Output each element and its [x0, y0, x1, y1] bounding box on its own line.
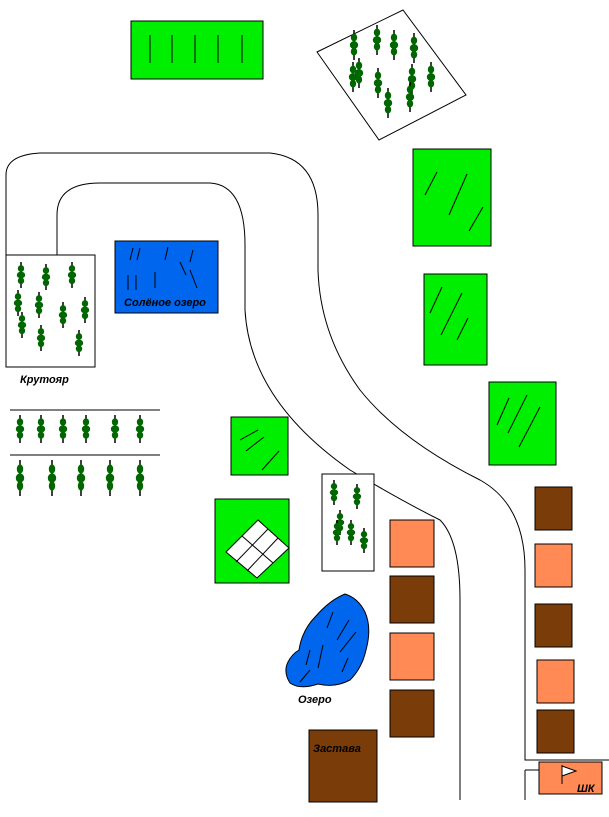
tree-icon [405, 82, 415, 112]
tree-icon [34, 292, 44, 318]
road-inner-edge [56, 182, 461, 800]
tree-icon [58, 302, 68, 328]
house [389, 575, 435, 624]
orchard-small [321, 473, 375, 572]
tree-icon [332, 520, 342, 545]
lake [285, 593, 370, 688]
tree-icon [67, 262, 77, 288]
field-right-3 [488, 381, 557, 466]
tree-icon [135, 415, 145, 443]
field-top [130, 20, 264, 80]
houses-center [389, 519, 435, 738]
salt-lake-label: Солёное озеро [124, 297, 206, 309]
tree-icon [58, 415, 68, 443]
tree-icon [80, 297, 90, 323]
tree-icon [383, 88, 393, 118]
field-center-small [230, 416, 289, 476]
flag-icon [561, 765, 578, 784]
house [534, 486, 573, 531]
tree-icon [105, 460, 115, 496]
tree-icon [352, 484, 362, 509]
tree-icon [74, 330, 84, 356]
house [536, 659, 575, 704]
greenhouse [225, 519, 290, 579]
tree-icon [389, 30, 399, 60]
tree-icon [135, 460, 145, 496]
tree-icon [426, 62, 436, 92]
zastava [308, 729, 378, 803]
tree-icon [349, 30, 359, 60]
tree-icon [359, 528, 369, 553]
tree-icon [76, 460, 86, 496]
field-right-1 [412, 148, 492, 247]
house [389, 632, 435, 681]
zastava-label: Застава [313, 743, 361, 755]
tree-icon [354, 58, 364, 88]
tree-icon [15, 415, 25, 443]
house [536, 709, 575, 754]
tree-icon [110, 415, 120, 443]
krutoyar-label: Крутояр [20, 374, 69, 386]
krutoyar-forest [5, 254, 96, 368]
tree-icon [15, 460, 25, 496]
tree-icon [409, 33, 419, 63]
road-outer-edge [5, 152, 609, 761]
tree-icon [16, 262, 26, 288]
tree-icon [346, 520, 356, 545]
tree-icon [329, 480, 339, 505]
house [389, 519, 435, 568]
school-label: ШК [577, 783, 596, 795]
tree-icon [17, 312, 27, 338]
school [538, 761, 603, 795]
field-right-2 [423, 273, 488, 366]
tree-icon [47, 460, 57, 496]
tree-rows [10, 409, 160, 496]
tree-icon [41, 264, 51, 290]
houses-right [534, 486, 575, 754]
orchard-rotated [316, 9, 467, 141]
tree-icon [372, 25, 382, 55]
salt-lake [114, 240, 219, 314]
tree-icon [81, 415, 91, 443]
house [534, 603, 573, 648]
house [389, 689, 435, 738]
tree-icon [13, 290, 23, 316]
tree-icon [36, 325, 46, 351]
tree-icon [348, 62, 358, 92]
field-greenhouse [214, 498, 290, 584]
tree-icon [373, 68, 383, 98]
road [5, 152, 609, 800]
lake-label: Озеро [298, 694, 332, 706]
house [534, 543, 573, 588]
tree-icon [36, 415, 46, 443]
